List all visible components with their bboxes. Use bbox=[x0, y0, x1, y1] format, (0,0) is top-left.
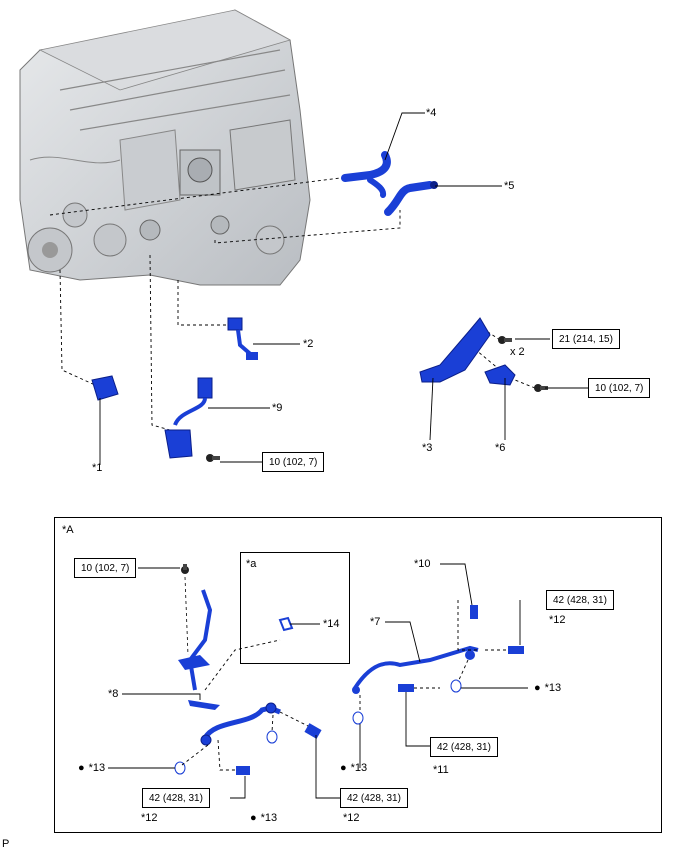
label-12-bottom-left: *12 bbox=[141, 812, 158, 824]
label-13-bottom: ●*13 bbox=[250, 812, 278, 824]
torque-21: 21 (214, 15) bbox=[552, 329, 620, 349]
torque-42-top-right: 42 (428, 31) bbox=[546, 590, 614, 610]
label-10: *10 bbox=[414, 558, 431, 570]
inset-dashed bbox=[181, 600, 508, 771]
label-a: *a bbox=[246, 558, 257, 570]
torque-10-left: 10 (102, 7) bbox=[262, 452, 325, 472]
label-11: *11 bbox=[433, 764, 449, 776]
label-A: *A bbox=[62, 524, 74, 536]
dot-marker: ● bbox=[250, 812, 257, 824]
label-13-right: ●*13 bbox=[534, 682, 562, 694]
part-4-hose bbox=[341, 151, 391, 198]
torque-42-mid: 42 (428, 31) bbox=[430, 737, 498, 757]
label-1: *1 bbox=[92, 462, 103, 474]
leader-lines bbox=[99, 112, 588, 465]
dot-marker: ● bbox=[534, 682, 541, 694]
part-5-hose bbox=[384, 181, 438, 216]
part-9-pipe bbox=[164, 377, 220, 462]
torque-42-bottom-right: 42 (428, 31) bbox=[340, 788, 408, 808]
label-7: *7 bbox=[370, 616, 381, 628]
inset-leaders bbox=[108, 563, 528, 799]
part-2-pipe bbox=[227, 317, 258, 360]
dot-marker: ● bbox=[78, 762, 85, 774]
label-13-mid: ●*13 bbox=[340, 762, 368, 774]
inset-frame-sub-a bbox=[240, 552, 350, 664]
label-13-left: ●*13 bbox=[78, 762, 106, 774]
label-2: *2 bbox=[303, 338, 314, 350]
label-x2: x 2 bbox=[510, 346, 525, 358]
label-9: *9 bbox=[272, 402, 283, 414]
part-6-bracket bbox=[484, 364, 548, 392]
engine-block bbox=[19, 9, 311, 286]
torque-42-bottom-left: 42 (428, 31) bbox=[142, 788, 210, 808]
label-5: *5 bbox=[504, 180, 515, 192]
dot-marker: ● bbox=[340, 762, 347, 774]
part-3-bracket bbox=[419, 317, 512, 383]
label-3: *3 bbox=[422, 442, 433, 454]
label-12-right: *12 bbox=[549, 614, 566, 626]
label-8: *8 bbox=[108, 688, 119, 700]
part-1-bracket bbox=[91, 375, 119, 401]
label-14: *14 bbox=[323, 618, 340, 630]
page-mark-p: P bbox=[2, 838, 10, 850]
inset-parts bbox=[174, 564, 524, 775]
label-6: *6 bbox=[495, 442, 506, 454]
label-12-bottom-right: *12 bbox=[343, 812, 360, 824]
torque-10-inset: 10 (102, 7) bbox=[74, 558, 137, 578]
label-4: *4 bbox=[426, 107, 437, 119]
dashed-leaders bbox=[49, 177, 536, 431]
torque-10-right: 10 (102, 7) bbox=[588, 378, 651, 398]
inset-frame-a bbox=[54, 517, 662, 833]
